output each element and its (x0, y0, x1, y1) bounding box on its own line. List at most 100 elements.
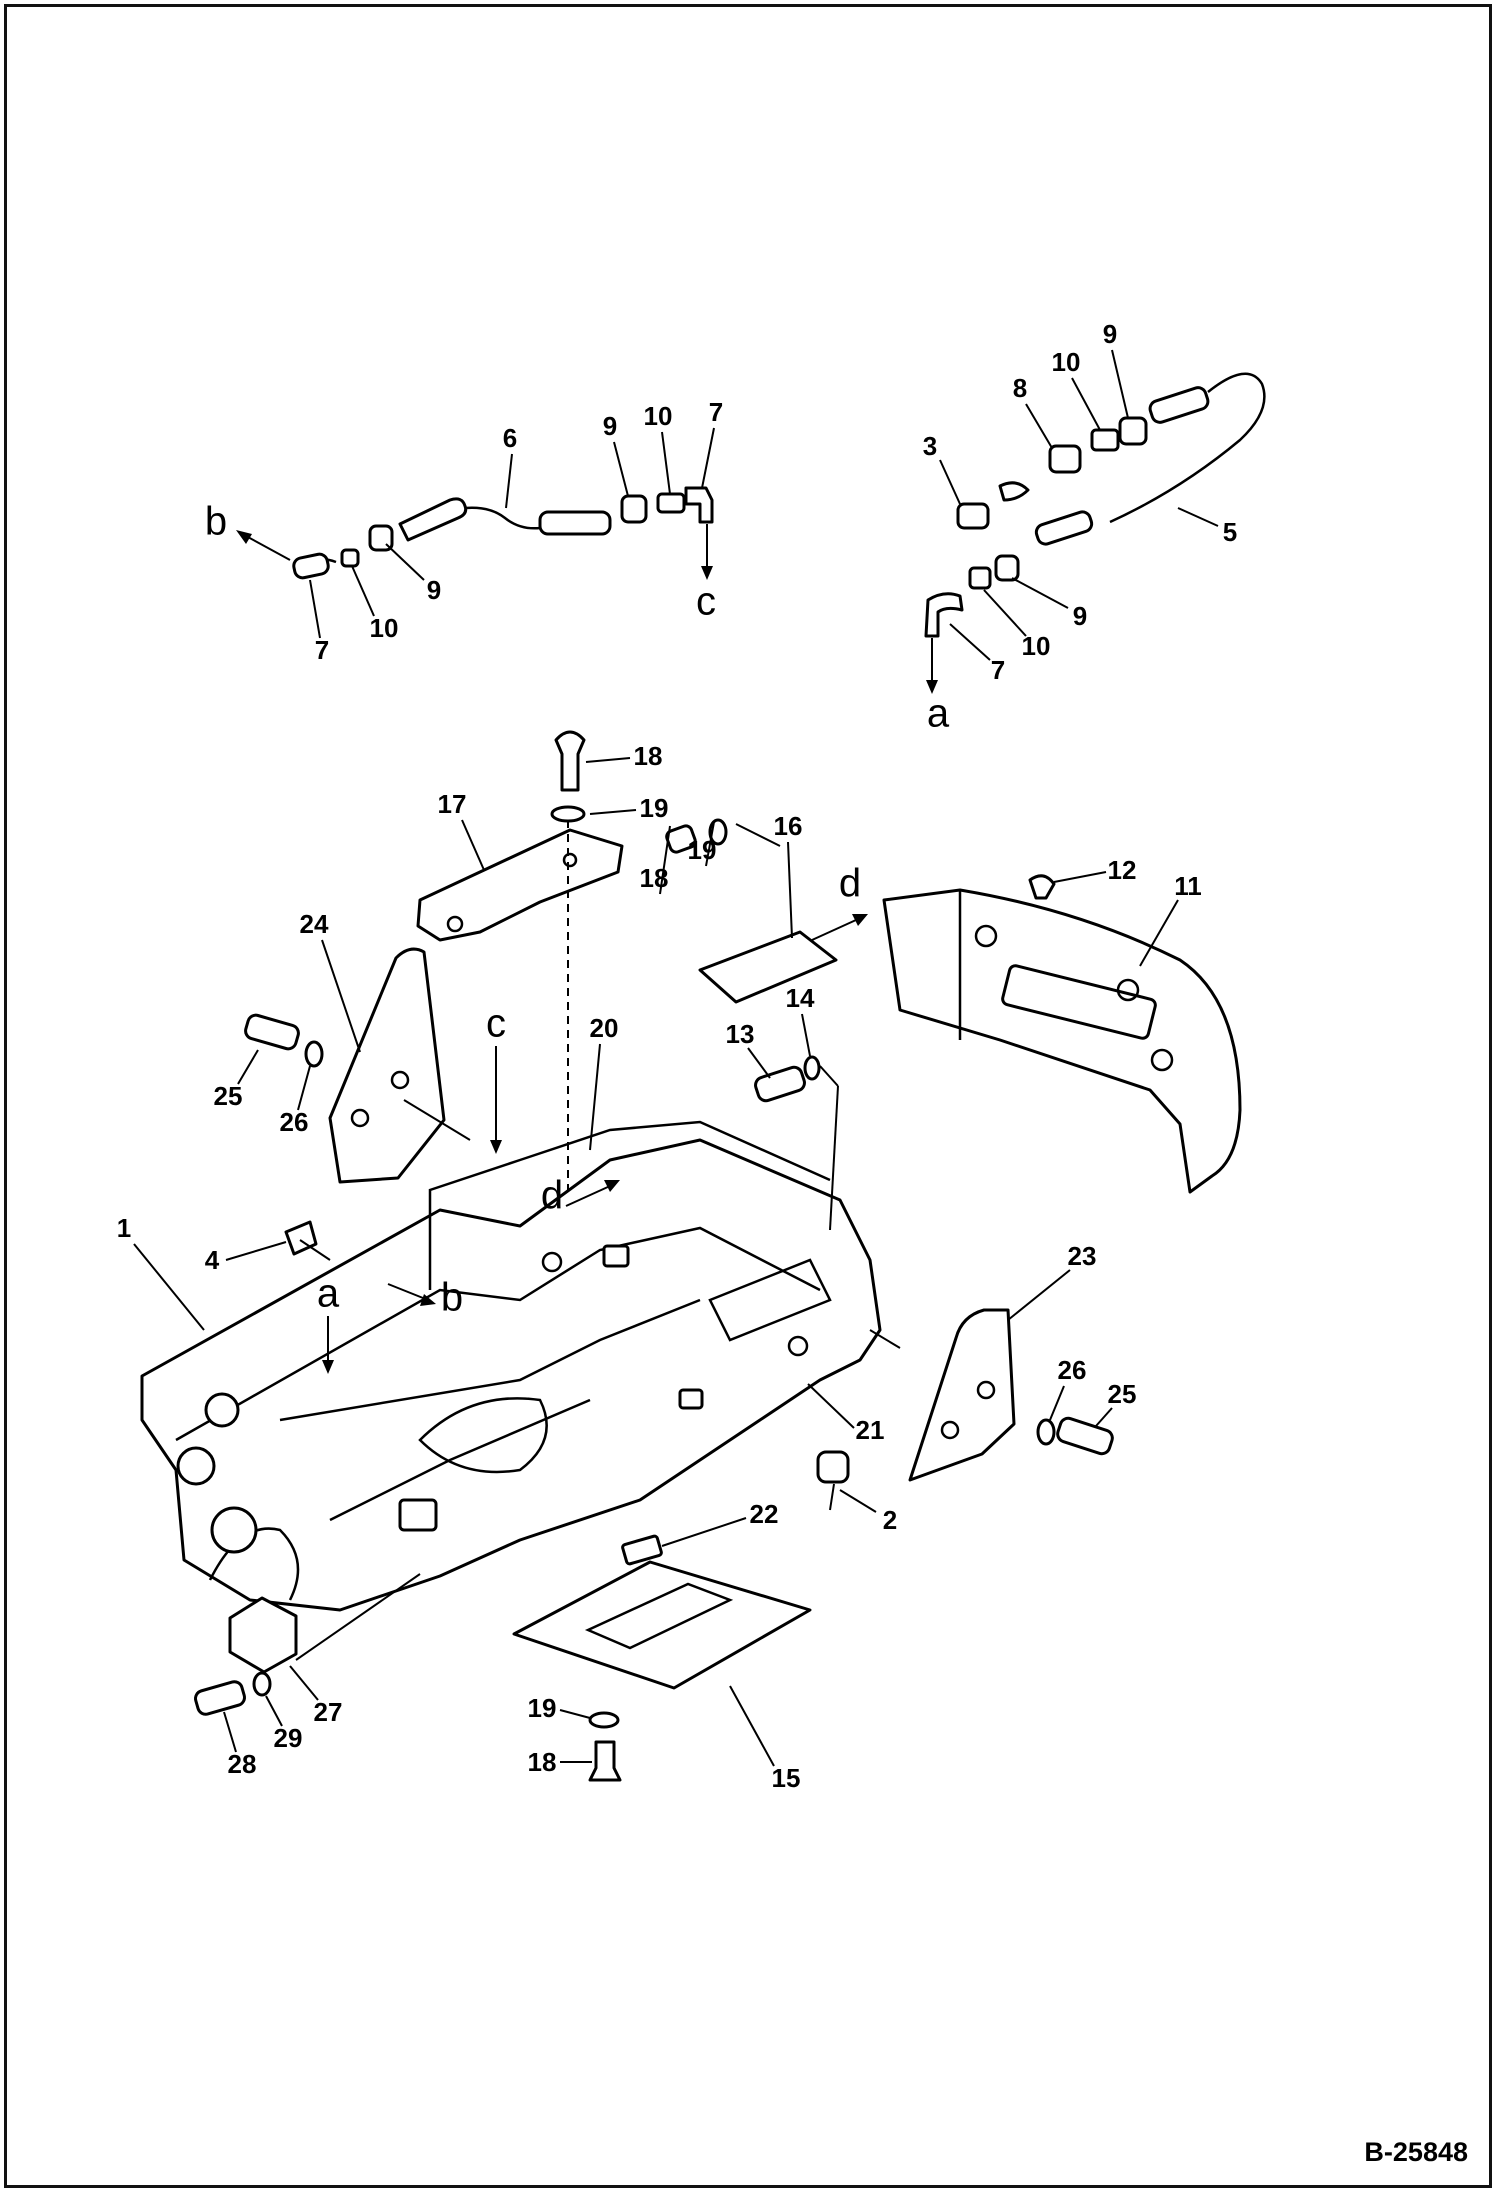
svg-text:7: 7 (315, 635, 329, 665)
ref-d-frame: d (541, 1174, 620, 1218)
callout-1: 1 (117, 1213, 205, 1331)
svg-text:7: 7 (991, 655, 1005, 685)
svg-text:6: 6 (503, 423, 517, 453)
svg-text:18: 18 (528, 1747, 557, 1777)
ref-d-right: d (811, 862, 868, 941)
ref-c-frame: c (486, 1002, 506, 1154)
svg-text:13: 13 (726, 1019, 755, 1049)
svg-text:11: 11 (1174, 871, 1202, 901)
callout-2: 2 (839, 1489, 897, 1535)
svg-text:25: 25 (214, 1081, 243, 1111)
bolt-18-top (550, 730, 586, 1220)
svg-text:12: 12 (1108, 855, 1137, 885)
callout-14: 14 (786, 983, 815, 1057)
svg-text:18: 18 (634, 741, 663, 771)
svg-text:17: 17 (438, 789, 467, 819)
svg-text:27: 27 (314, 1697, 343, 1727)
callout-26a: 26 (280, 1065, 311, 1137)
svg-text:9: 9 (1103, 319, 1117, 349)
bolt-25-lower (1036, 1416, 1114, 1456)
callout-13: 13 (726, 1019, 771, 1079)
callout-24: 24 (300, 909, 361, 1053)
block-27 (228, 1573, 421, 1674)
svg-text:b: b (205, 500, 227, 544)
svg-text:10: 10 (1052, 347, 1081, 377)
callout-9d: 9 (1011, 577, 1087, 631)
callout-4: 4 (205, 1241, 287, 1275)
svg-text:16: 16 (774, 811, 803, 841)
svg-text:a: a (317, 1272, 340, 1316)
svg-text:9: 9 (1073, 601, 1087, 631)
ref-c-top: c (696, 580, 716, 624)
side-plate-23 (869, 1308, 1016, 1482)
callout-19a: 19 (589, 793, 668, 823)
ref-b-top: b (205, 500, 227, 544)
callout-10c: 10 (1052, 347, 1101, 431)
revolving-frame-1 (140, 1120, 882, 1612)
callout-15: 15 (729, 1685, 801, 1793)
callout-10b: 10 (644, 401, 673, 495)
callout-7a: 7 (309, 579, 329, 665)
svg-text:26: 26 (280, 1107, 309, 1137)
callout-21: 21 (807, 1383, 885, 1445)
svg-text:c: c (486, 1002, 506, 1046)
callout-6: 6 (503, 423, 517, 509)
svg-text:2: 2 (883, 1505, 897, 1535)
grease-fitting-4 (284, 1220, 331, 1261)
svg-text:9: 9 (603, 411, 617, 441)
svg-text:a: a (927, 692, 950, 736)
callout-18a: 18 (585, 741, 663, 771)
svg-text:10: 10 (644, 401, 673, 431)
callout-9c: 9 (1103, 319, 1129, 419)
hose-assembly-left (236, 486, 714, 580)
callout-25b: 25 (1095, 1379, 1137, 1427)
bolt-25-upper (244, 1013, 324, 1068)
ref-a-top: a (927, 692, 950, 736)
callout-19b: 19 (688, 821, 717, 867)
svg-text:29: 29 (274, 1723, 303, 1753)
callout-26b: 26 (1049, 1355, 1087, 1421)
svg-text:21: 21 (856, 1415, 885, 1445)
callout-9b: 9 (603, 411, 629, 497)
svg-text:19: 19 (688, 835, 717, 865)
svg-text:22: 22 (750, 1499, 779, 1529)
callout-10d: 10 (983, 589, 1051, 661)
bolt-28 (194, 1671, 272, 1716)
svg-text:25: 25 (1108, 1379, 1137, 1409)
svg-text:7: 7 (709, 397, 723, 427)
hose-assembly-right (924, 372, 1266, 694)
svg-text:23: 23 (1068, 1241, 1097, 1271)
svg-text:15: 15 (772, 1763, 801, 1793)
svg-text:19: 19 (528, 1693, 557, 1723)
ref-b-frame: b (387, 1276, 463, 1320)
callout-25a: 25 (214, 1049, 259, 1111)
callout-18b: 18 (640, 825, 671, 895)
callout-7b: 7 (701, 397, 723, 489)
callout-20: 20 (589, 1013, 619, 1151)
callout-10a: 10 (351, 565, 399, 643)
under-cover-15 (512, 1534, 812, 1782)
side-plate-24 (328, 947, 471, 1184)
callout-17: 17 (438, 789, 485, 871)
counterweight-11 (882, 874, 1242, 1194)
svg-text:28: 28 (228, 1749, 257, 1779)
callout-8: 8 (1013, 373, 1053, 449)
drawing-number: B-25848 (1364, 2137, 1468, 2167)
callout-9a: 9 (385, 543, 441, 605)
svg-text:8: 8 (1013, 373, 1027, 403)
callout-28: 28 (223, 1711, 257, 1779)
svg-text:10: 10 (1022, 631, 1051, 661)
callout-18c: 18 (528, 1747, 592, 1777)
callout-19c: 19 (528, 1693, 591, 1723)
ref-a-frame: a (317, 1272, 340, 1374)
callout-22: 22 (661, 1499, 779, 1547)
svg-text:3: 3 (923, 431, 937, 461)
svg-text:10: 10 (370, 613, 399, 643)
drawing-border (4, 4, 1492, 2188)
callout-27: 27 (289, 1665, 343, 1727)
svg-text:4: 4 (205, 1245, 220, 1275)
svg-text:26: 26 (1058, 1355, 1087, 1385)
svg-text:20: 20 (590, 1013, 619, 1043)
